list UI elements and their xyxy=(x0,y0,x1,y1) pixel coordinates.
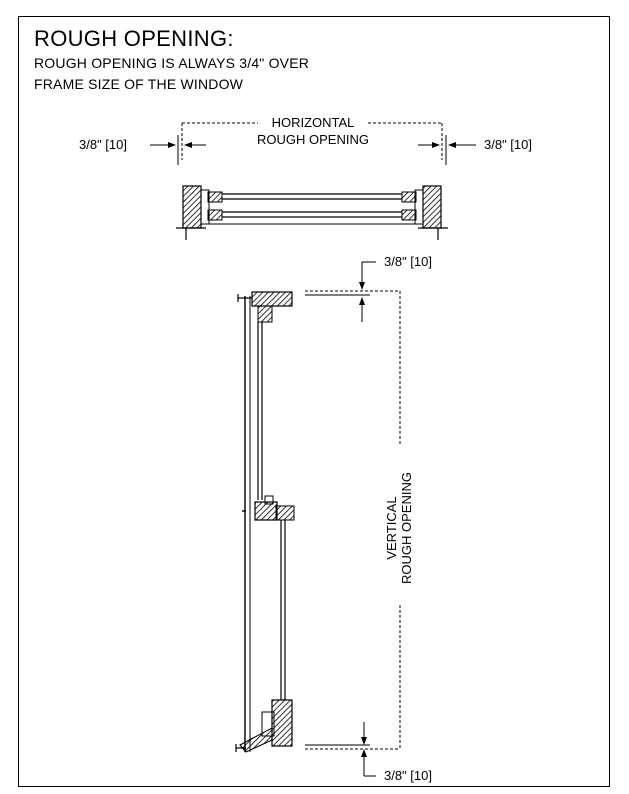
note-line-1: ROUGH OPENING IS ALWAYS 3/4" OVER xyxy=(34,55,310,71)
horizontal-right-dimension: 3/8" [10] xyxy=(484,137,532,152)
page-title: ROUGH OPENING: xyxy=(34,26,234,51)
horizontal-section xyxy=(150,122,476,240)
horizontal-label-line1: HORIZONTAL xyxy=(259,116,367,130)
sheet-border xyxy=(18,16,610,787)
vertical-bottom-dimension: 3/8" [10] xyxy=(384,768,432,783)
note-line-2: FRAME SIZE OF THE WINDOW xyxy=(34,76,244,92)
vertical-rough-opening-label: VERTICAL ROUGH OPENING xyxy=(384,458,414,598)
horizontal-left-dimension: 3/8" [10] xyxy=(79,137,127,152)
vertical-label-line2: ROUGH OPENING xyxy=(399,472,414,584)
vertical-label-line1: VERTICAL xyxy=(384,496,399,560)
vertical-section xyxy=(235,261,401,777)
horizontal-label-line2: ROUGH OPENING xyxy=(257,132,369,147)
vertical-top-dimension: 3/8" [10] xyxy=(384,254,432,269)
